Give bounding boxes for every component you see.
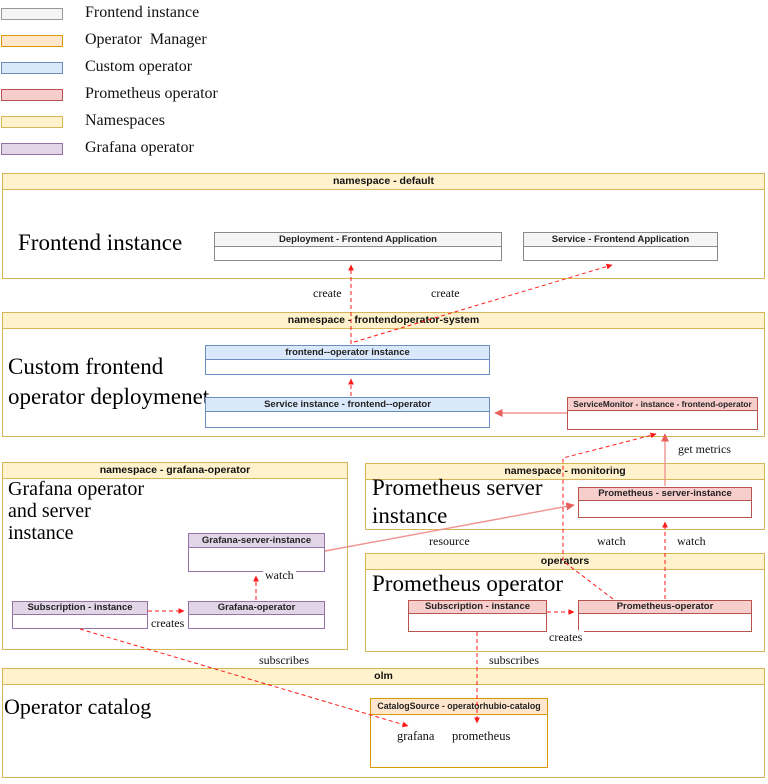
grafana-server-instance-label: Grafana-server-instance xyxy=(189,534,324,548)
catalogsource-label: CatalogSource - operatorhubio-catalog xyxy=(371,699,547,715)
legend-label: Namespaces xyxy=(85,112,165,129)
prometheus-operator-box: Prometheus-operator xyxy=(578,600,752,632)
service-instance-frontend-operator-label: Service instance - frontend--operator xyxy=(206,398,489,412)
edge-label-subscribes-grafana: subscribes xyxy=(257,653,311,668)
prometheus-server-instance-label: Prometheus - server-instance xyxy=(579,488,751,501)
catalog-item-prometheus: prometheus xyxy=(452,729,511,743)
deployment-frontend-label: Deployment - Frontend Application xyxy=(215,233,501,247)
edge-label-get-metrics: get metrics xyxy=(676,442,733,457)
namespace-frontendoperator-header: namespace - frontendoperator-system xyxy=(3,313,764,329)
grafana-subscription-box: Subscription - instance xyxy=(12,601,148,629)
edge-label-watch-servicemonitor: watch xyxy=(595,534,628,549)
legend-swatch-operator-manager xyxy=(1,35,63,47)
catalog-item-grafana: grafana xyxy=(397,729,435,743)
service-frontend-box: Service - Frontend Application xyxy=(523,232,718,261)
prometheus-subscription-label: Subscription - instance xyxy=(409,601,546,614)
legend-swatch-custom-operator xyxy=(1,62,63,74)
servicemonitor-box: ServiceMonitor - instance - frontend-ope… xyxy=(567,397,758,430)
deployment-frontend-box: Deployment - Frontend Application xyxy=(214,232,502,261)
legend-swatch-frontend-instance xyxy=(1,8,63,20)
prometheus-server-instance-box: Prometheus - server-instance xyxy=(578,487,752,518)
custom-frontend-operator-title: Custom frontend operator deploymenet xyxy=(8,354,210,409)
edge-label-creates-prometheus: creates xyxy=(547,630,585,645)
edge-label-watch-grafana: watch xyxy=(263,568,296,583)
grafana-operator-title: Grafana operator and server instance xyxy=(8,478,145,544)
servicemonitor-label: ServiceMonitor - instance - frontend-ope… xyxy=(568,398,757,411)
namespace-default-header: namespace - default xyxy=(3,174,764,190)
edge-label-create-service: create xyxy=(429,286,462,301)
legend-label: Grafana operator xyxy=(85,139,194,156)
namespace-grafana-header: namespace - grafana-operator xyxy=(3,463,347,479)
frontend-operator-instance-label: frontend--operator instance xyxy=(206,346,489,360)
edge-label-creates-grafana: creates xyxy=(149,616,187,631)
edge-label-subscribes-prometheus: subscribes xyxy=(487,653,541,668)
legend-swatch-grafana-operator xyxy=(1,143,63,155)
operator-catalog-title: Operator catalog xyxy=(4,694,152,719)
grafana-operator-box: Grafana-operator xyxy=(188,601,325,629)
legend-label: Operator Manager xyxy=(85,31,207,48)
edge-label-resource: resource xyxy=(427,534,472,549)
legend-label: Frontend instance xyxy=(85,4,200,21)
frontend-operator-instance-box: frontend--operator instance xyxy=(205,345,490,375)
prometheus-operator-title: Prometheus operator xyxy=(372,571,563,596)
edge-label-create-deployment: create xyxy=(311,286,344,301)
grafana-server-instance-box: Grafana-server-instance xyxy=(188,533,325,572)
grafana-subscription-label: Subscription - instance xyxy=(13,602,147,615)
legend-label: Prometheus operator xyxy=(85,85,218,102)
service-frontend-label: Service - Frontend Application xyxy=(524,233,717,247)
frontend-instance-title: Frontend instance xyxy=(18,230,183,255)
legend-swatch-namespaces xyxy=(1,116,63,128)
legend-label: Custom operator xyxy=(85,58,193,75)
operators-header: operators xyxy=(366,554,764,570)
service-instance-frontend-operator-box: Service instance - frontend--operator xyxy=(205,397,490,428)
prometheus-server-title: Prometheus server instance xyxy=(372,475,543,528)
olm-header: olm xyxy=(3,669,764,685)
prometheus-operator-label: Prometheus-operator xyxy=(579,601,751,614)
namespace-default-section: namespace - default xyxy=(2,173,765,279)
prometheus-subscription-box: Subscription - instance xyxy=(408,600,547,632)
legend-swatch-prometheus-operator xyxy=(1,89,63,101)
edge-label-watch-prometheus: watch xyxy=(675,534,708,549)
grafana-operator-label: Grafana-operator xyxy=(189,602,324,615)
